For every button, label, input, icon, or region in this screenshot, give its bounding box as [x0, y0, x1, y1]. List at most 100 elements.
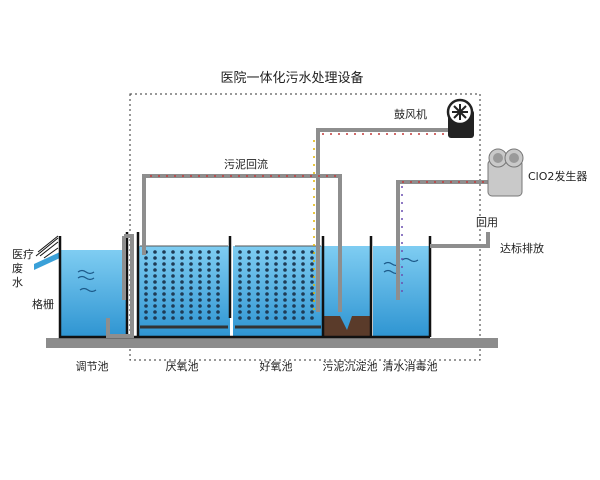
aeration-bubble — [180, 292, 184, 296]
aeration-bubble — [171, 298, 175, 302]
aeration-bubble — [301, 250, 305, 254]
aeration-bubble — [283, 256, 287, 260]
aeration-bubble — [180, 304, 184, 308]
aeration-bubble — [189, 268, 193, 272]
aeration-bubble — [256, 262, 260, 266]
aeration-bubble — [180, 268, 184, 272]
aeration-bubble — [162, 280, 166, 284]
aeration-bubble — [162, 262, 166, 266]
blower-label: 鼓风机 — [394, 107, 427, 121]
equipment-boundary — [129, 93, 481, 361]
aeration-bubble — [216, 274, 220, 278]
aeration-bubble — [274, 256, 278, 260]
aeration-bubble — [310, 292, 314, 296]
aeration-bubble — [247, 316, 251, 320]
tank-label-sedimentation: 污泥沉淀池 — [323, 359, 378, 373]
aeration-bubble — [216, 262, 220, 266]
aeration-bubble — [171, 250, 175, 254]
aeration-bubble — [283, 280, 287, 284]
aeration-bubble — [153, 304, 157, 308]
aeration-bubble — [256, 310, 260, 314]
aeration-bubble — [274, 262, 278, 266]
aeration-bubble — [247, 274, 251, 278]
grille-icon — [35, 235, 59, 259]
aeration-bubble — [238, 274, 242, 278]
aeration-bubble — [247, 292, 251, 296]
aeration-bubble — [198, 304, 202, 308]
aeration-bubble — [247, 310, 251, 314]
aeration-bubble — [238, 292, 242, 296]
aeration-bubble — [265, 304, 269, 308]
aeration-bubble — [238, 304, 242, 308]
aeration-bubble — [216, 280, 220, 284]
aeration-bubble — [189, 250, 193, 254]
aeration-bubble — [265, 310, 269, 314]
aeration-bubble — [274, 274, 278, 278]
pipes — [106, 128, 490, 338]
aeration-bubble — [189, 286, 193, 290]
aeration-bubble — [310, 256, 314, 260]
aeration-bubble — [189, 298, 193, 302]
aeration-bubble — [153, 256, 157, 260]
aeration-bubble — [189, 280, 193, 284]
aeration-bubble — [265, 298, 269, 302]
aeration-bubble — [301, 274, 305, 278]
aeration-bubble — [162, 268, 166, 272]
aeration-bubble — [238, 280, 242, 284]
aeration-bubble — [171, 274, 175, 278]
aeration-bubble — [153, 292, 157, 296]
aeration-bubble — [283, 274, 287, 278]
aeration-bubble — [238, 262, 242, 266]
aeration-bubble — [247, 304, 251, 308]
grille-label: 格栅 — [32, 297, 54, 311]
aeration-bubble — [171, 256, 175, 260]
aeration-bubble — [198, 286, 202, 290]
aeration-bubble — [144, 268, 148, 272]
aeration-bubble — [292, 286, 296, 290]
aeration-bubble — [247, 298, 251, 302]
aeration-bubble — [292, 250, 296, 254]
aeration-bubble — [171, 304, 175, 308]
aeration-bubble — [292, 316, 296, 320]
aeration-bubble — [310, 274, 314, 278]
sludge-return-pipe — [142, 174, 342, 312]
aeration-bubble — [162, 274, 166, 278]
aeration-bubble — [274, 250, 278, 254]
aeration-bubble — [153, 316, 157, 320]
aeration-bubble — [180, 298, 184, 302]
aeration-bubble — [153, 262, 157, 266]
aeration-bubble — [301, 280, 305, 284]
aeration-bubble — [238, 286, 242, 290]
aeration-bubble — [283, 286, 287, 290]
aeration-bubble — [189, 292, 193, 296]
aeration-bubble — [283, 292, 287, 296]
aeration-bubble — [144, 304, 148, 308]
aeration-bubble — [180, 280, 184, 284]
aeration-bubble — [301, 304, 305, 308]
aeration-bubble — [189, 262, 193, 266]
aeration-bubble — [238, 316, 242, 320]
aeration-bubble — [189, 316, 193, 320]
aeration-bubble — [144, 274, 148, 278]
aeration-bubble — [207, 250, 211, 254]
aeration-bubble — [198, 298, 202, 302]
aeration-bubble — [274, 304, 278, 308]
aeration-bubble — [216, 268, 220, 272]
aeration-bubble — [171, 292, 175, 296]
aeration-bubble — [283, 250, 287, 254]
aeration-bubble — [198, 292, 202, 296]
aeration-bubble — [310, 298, 314, 302]
aeration-bubble — [292, 310, 296, 314]
aeration-bubble — [216, 292, 220, 296]
aeration-bubble — [189, 256, 193, 260]
aeration-bubble — [292, 268, 296, 272]
aeration-bubble — [265, 316, 269, 320]
aeration-bubble — [310, 280, 314, 284]
aeration-bubble — [274, 298, 278, 302]
aeration-bubble — [310, 310, 314, 314]
aeration-bubble — [292, 292, 296, 296]
aeration-bubble — [265, 256, 269, 260]
aeration-bubble — [171, 316, 175, 320]
aeration-bubble — [292, 304, 296, 308]
